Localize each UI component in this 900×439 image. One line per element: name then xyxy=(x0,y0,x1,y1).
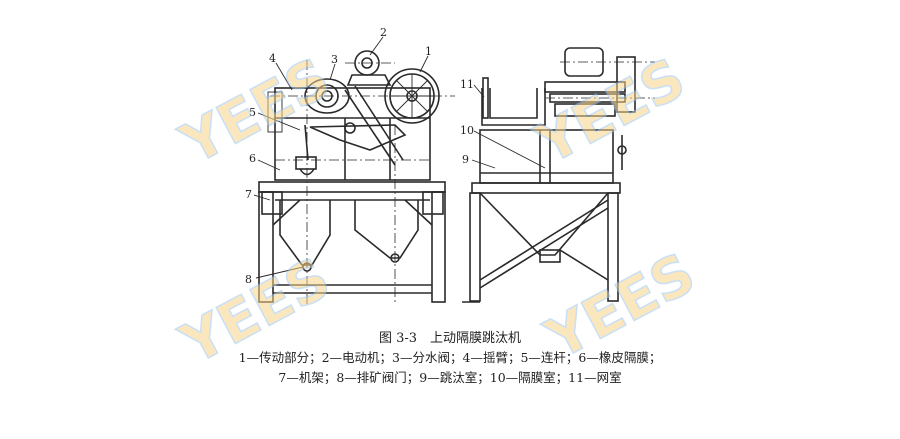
callout-7: 7 xyxy=(245,188,252,201)
side-view xyxy=(462,47,655,303)
figure-title: 图 3-3 上动隔膜跳汰机 xyxy=(378,331,522,346)
callout-11: 11 xyxy=(460,78,474,91)
callout-6: 6 xyxy=(249,152,256,165)
flywheel xyxy=(384,68,440,124)
callout-2: 2 xyxy=(380,26,387,39)
front-view xyxy=(258,50,455,305)
callout-leaders xyxy=(253,36,546,279)
callout-10: 10 xyxy=(460,124,474,137)
callout-1: 1 xyxy=(425,45,432,58)
callout-5: 5 xyxy=(249,106,256,119)
motor xyxy=(345,50,395,86)
svg-text:YEES: YEES xyxy=(525,46,695,178)
legend-line-1: 1—传动部分；2—电动机；3—分水阀；4—摇臂；5—连杆；6—橡皮隔膜； xyxy=(238,350,662,365)
callout-9: 9 xyxy=(462,153,469,166)
callout-numbers: 1 2 3 4 5 6 7 8 9 10 11 xyxy=(245,26,474,286)
callout-3: 3 xyxy=(331,53,338,66)
legend-line-2: 7—机架；8—排矿阀门；9—跳汰室；10—隔膜室；11—网室 xyxy=(278,370,622,385)
callout-8: 8 xyxy=(245,273,252,286)
callout-4: 4 xyxy=(269,52,276,65)
